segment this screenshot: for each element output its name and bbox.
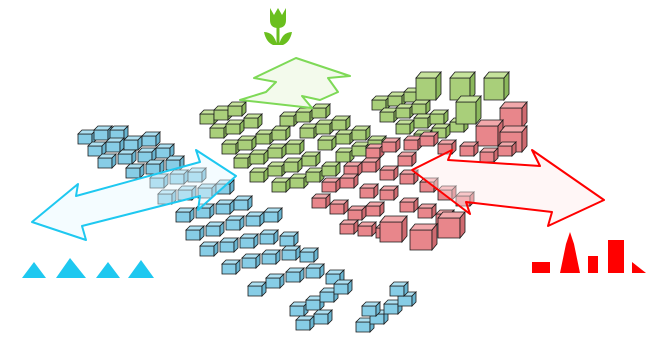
green-double-arrow xyxy=(239,57,351,109)
blue-double-arrow xyxy=(31,149,237,241)
houses-icon xyxy=(22,258,154,278)
red-double-arrow xyxy=(411,149,605,227)
tulip-icon xyxy=(264,8,292,45)
factory-buildings-icon xyxy=(532,232,646,273)
